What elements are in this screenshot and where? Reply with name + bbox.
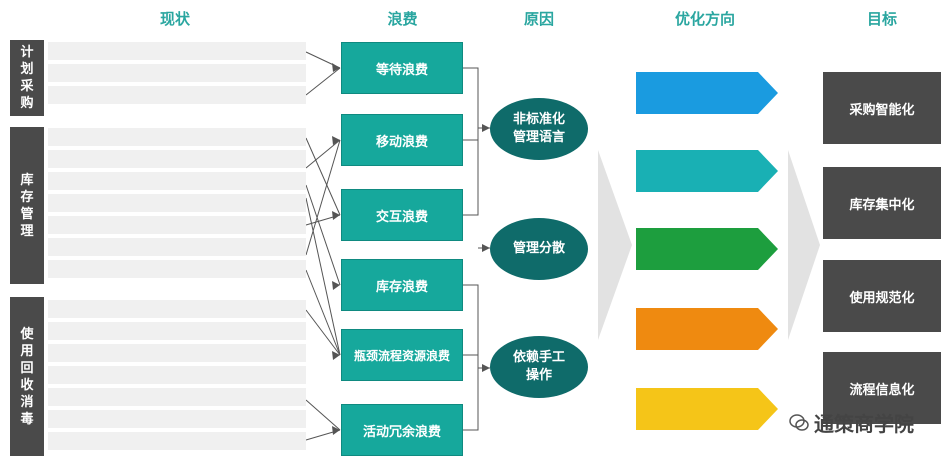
current-row (48, 216, 306, 234)
cause-nonstandard: 非标准化管理语言 (490, 98, 588, 160)
current-row (48, 388, 306, 406)
watermark-text: 通策商学院 (814, 412, 914, 436)
cause-dispersed: 管理分散 (490, 218, 588, 280)
category-inventory: 库存管理 (10, 127, 44, 284)
current-row (48, 42, 306, 60)
category-planning: 计划采购 (10, 40, 44, 116)
current-row (48, 172, 306, 190)
cause-line: 依赖手工 (512, 350, 565, 365)
cause-manual: 依赖手工操作 (490, 336, 588, 398)
header-waste: 浪费 (387, 10, 418, 28)
current-row (48, 432, 306, 450)
current-row (48, 322, 306, 340)
waste-bottleneck: 瓶颈流程资源浪费 (341, 329, 463, 381)
current-row (48, 238, 306, 256)
goal-process: 流程信息化 (823, 352, 941, 424)
cause-line: 非标准化 (512, 112, 565, 127)
current-row (48, 344, 306, 362)
header-cause: 原因 (523, 10, 554, 28)
current-row (48, 300, 306, 318)
current-row (48, 86, 306, 104)
current-row (48, 150, 306, 168)
waste-interaction: 交互浪费 (341, 189, 463, 241)
flow-chevron-1 (598, 150, 632, 340)
goal-inventory: 库存集中化 (823, 167, 941, 239)
cause-line: 管理分散 (512, 241, 565, 256)
current-row (48, 260, 306, 278)
header-direction: 优化方向 (674, 10, 735, 28)
cause-line: 操作 (525, 368, 552, 383)
goal-usage: 使用规范化 (823, 260, 941, 332)
wechat-icon (789, 413, 809, 431)
waste-movement: 移动浪费 (341, 114, 463, 166)
waste-inventory: 库存浪费 (341, 259, 463, 311)
flow-chevron-2 (788, 150, 820, 340)
watermark: 通策商学院 (788, 408, 914, 437)
current-row (48, 64, 306, 82)
cause-line: 管理语言 (512, 130, 565, 145)
current-row (48, 194, 306, 212)
current-row (48, 410, 306, 428)
waste-waiting: 等待浪费 (341, 42, 463, 94)
current-row (48, 128, 306, 146)
header-current: 现状 (159, 10, 190, 28)
category-usage: 使用回收消毒 (10, 297, 44, 456)
header-goal: 目标 (866, 10, 897, 28)
waste-redundant: 活动冗余浪费 (341, 404, 463, 456)
goal-procurement: 采购智能化 (823, 72, 941, 144)
current-row (48, 366, 306, 384)
